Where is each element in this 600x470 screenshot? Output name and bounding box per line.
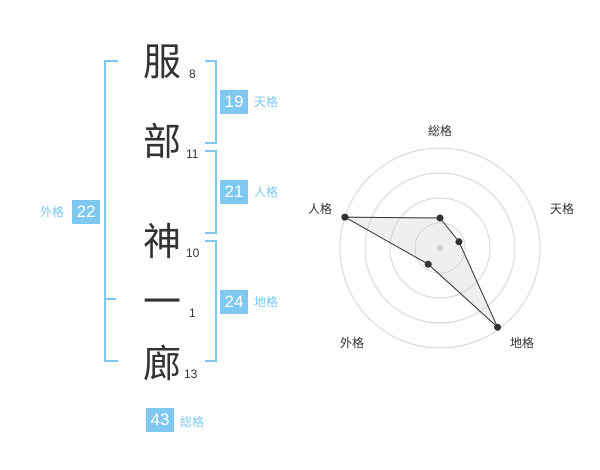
- tenkaku-label: 天格: [254, 95, 279, 109]
- radar-center-dot: [437, 245, 443, 251]
- name-char-2: 部: [142, 120, 181, 164]
- soukaku-label: 総格: [180, 415, 205, 429]
- name-char-1: 服: [142, 40, 181, 84]
- jinkaku-label: 人格: [254, 185, 279, 199]
- radar-axis-label-soukaku: 総格: [428, 124, 453, 138]
- radar-ring-3: [364, 172, 516, 324]
- stroke-count-4: 1: [189, 306, 196, 320]
- gaikaku-bracket-divider: [104, 298, 116, 300]
- radar-point-2: [455, 238, 463, 246]
- chikaku-label: 地格: [254, 295, 279, 309]
- gaikaku-label: 外格: [40, 205, 65, 219]
- radar-axis-label-tenkaku: 天格: [550, 202, 575, 216]
- radar-axis-label-jinkaku: 人格: [308, 202, 333, 216]
- tenkaku-value: 19: [220, 90, 248, 114]
- chikaku-value: 24: [220, 290, 248, 314]
- stroke-count-5: 13: [184, 367, 198, 381]
- radar-ring-4: [339, 147, 541, 349]
- radar-axis-label-gaikaku: 外格: [340, 336, 365, 350]
- radar-axis-label-chikaku: 地格: [510, 336, 535, 350]
- jinkaku-bracket: [205, 150, 217, 234]
- name-char-4: 一: [142, 280, 181, 324]
- jinkaku-value: 21: [220, 180, 248, 204]
- radar-point-1: [436, 214, 444, 222]
- stroke-count-3: 10: [186, 246, 200, 260]
- radar-ring-2: [389, 197, 491, 299]
- chikaku-bracket: [205, 240, 217, 362]
- stroke-count-2: 11: [186, 147, 199, 161]
- tenkaku-bracket: [205, 60, 217, 144]
- radar-area: [344, 216, 499, 328]
- name-char-5: 廊: [142, 342, 181, 386]
- radar-point-5: [341, 213, 349, 221]
- gaikaku-value: 22: [72, 200, 100, 224]
- radar-ring-1: [414, 222, 466, 274]
- radar-point-4: [424, 260, 432, 268]
- name-char-3: 神: [142, 220, 181, 264]
- radar-rings: [339, 147, 541, 349]
- gaikaku-bracket: [104, 60, 118, 362]
- radar-point-3: [494, 323, 502, 331]
- soukaku-value: 43: [146, 408, 174, 432]
- stroke-count-1: 8: [189, 67, 196, 81]
- radar-points: [341, 213, 502, 331]
